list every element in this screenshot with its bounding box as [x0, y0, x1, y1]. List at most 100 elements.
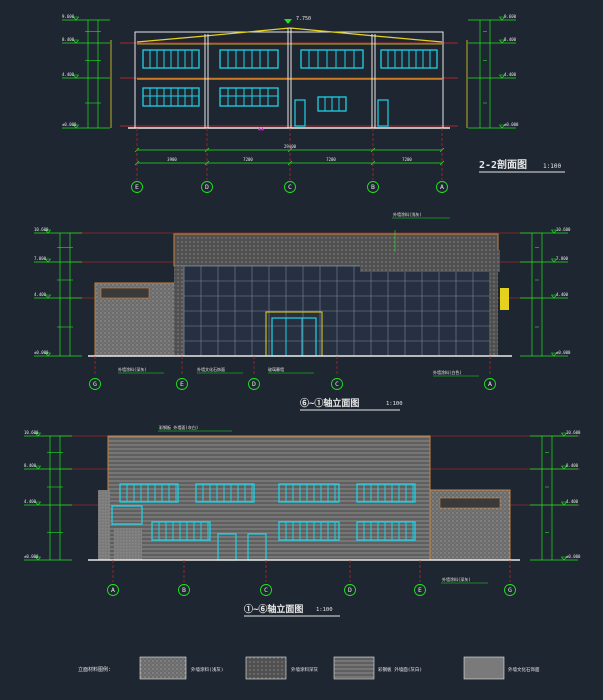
axis-label-g: G [93, 380, 97, 388]
axis-label-a: A [488, 380, 492, 388]
axis-bubble [260, 584, 272, 596]
axis-bubble [248, 378, 260, 390]
legend-swatch-dark [245, 656, 287, 680]
axis-bubble [367, 181, 379, 193]
level-value: 10.600 [24, 430, 39, 435]
upper-step-band [360, 250, 500, 272]
legend-swatch-stone [463, 656, 505, 680]
level-triangle [560, 465, 568, 470]
columns [204, 28, 376, 128]
level-triangle [34, 556, 42, 561]
axis-label-c: C [264, 586, 268, 594]
lower-window-mullions [143, 88, 340, 111]
axis-bubble [89, 378, 101, 390]
level-value: 7.800 [34, 256, 47, 261]
material-legend: 立面材料图例: 外墙涂料(浅灰) 外墙涂料深灰 彩钢板 外墙面(灰白) 外墙文化… [78, 656, 540, 680]
elevation-a-g-view: 彩钢板 外墙面(灰白) 外墙涂料(深灰) 10.6008.4004.400±0.… [24, 424, 581, 617]
level-value: ±0.000 [556, 350, 571, 355]
elevation-ga-scale: 1:100 [386, 401, 403, 407]
level-triangle [550, 258, 558, 263]
lower-windows-row [111, 505, 416, 541]
axis-bubble [284, 181, 296, 193]
level-triangle [72, 39, 80, 44]
level-triangle [550, 352, 558, 357]
legend-item-dark: 外墙涂料深灰 [291, 666, 318, 673]
level-triangle [498, 16, 506, 21]
level-value: 4.400 [556, 292, 569, 297]
elevation-ag-scale: 1:100 [316, 607, 333, 613]
axis-label-e: E [418, 586, 422, 594]
axis-bubble [436, 181, 448, 193]
level-value: 10.600 [556, 227, 571, 232]
level-triangle [34, 432, 42, 437]
level-value: 10.600 [34, 227, 49, 232]
level-triangle [550, 229, 558, 234]
section-doors [294, 99, 389, 127]
upper-window-mullions [149, 50, 431, 68]
level-value: 4.400 [62, 72, 75, 77]
level-triangle [560, 501, 568, 506]
level-triangle [44, 229, 52, 234]
level-triangle [72, 124, 80, 129]
axis-bubble [131, 181, 143, 193]
level-triangle [550, 294, 558, 299]
level-value: ±0.000 [62, 122, 77, 127]
level-value: ±0.000 [24, 554, 39, 559]
level-triangle [560, 432, 568, 437]
level-triangle [34, 465, 42, 470]
dim-value: 7200 [402, 157, 412, 162]
axis-bubble [344, 584, 356, 596]
level-value: 9.600 [504, 14, 517, 19]
right-wing-canopy [439, 497, 501, 509]
level-value: ±0.000 [34, 350, 49, 355]
level-triangle [44, 258, 52, 263]
main-metal-wall [107, 435, 431, 561]
roof-line [136, 27, 443, 43]
level-value: 4.400 [24, 499, 37, 504]
yellow-marker-element [500, 288, 509, 310]
level-triangle [72, 74, 80, 79]
ridge-level-marker [284, 19, 292, 24]
elevation-g-a-view: 外墙涂料(浅灰) 外墙涂料(深灰)外墙文化石饰面玻璃幕墙外墙涂料(白色) 10.… [34, 211, 571, 411]
level-triangle [44, 352, 52, 357]
axis-label-e: E [135, 183, 139, 191]
bottom-notes: 外墙涂料(深灰)外墙文化石饰面玻璃幕墙外墙涂料(白色) [118, 366, 479, 377]
level-triangle [498, 39, 506, 44]
level-value: ±0.000 [504, 122, 519, 127]
axis-bubble [331, 378, 343, 390]
bottom-note: 外墙涂料(深灰) [118, 366, 147, 372]
axis-label-a: A [111, 586, 115, 594]
bottom-note: 玻璃幕墙 [268, 366, 284, 372]
section-scale: 1:100 [543, 163, 561, 170]
axis-bubble [484, 378, 496, 390]
axis-label-d: D [205, 183, 209, 191]
level-value: 8.400 [566, 463, 579, 468]
ridge-level-label: 7.750 [296, 16, 311, 22]
level-triangle [498, 124, 506, 129]
upper-row-mullions [126, 484, 414, 502]
bottom-note: 外墙文化石饰面 [197, 366, 225, 372]
dim-value: 7200 [326, 157, 336, 162]
axis-bubble [414, 584, 426, 596]
legend-item-light: 外墙涂料(浅灰) [191, 666, 223, 673]
axis-label-d: D [348, 586, 352, 594]
note-upper: 外墙涂料(浅灰) [393, 211, 422, 217]
axis-label-b: B [371, 183, 375, 191]
dim-total-value: 29400 [284, 144, 297, 149]
level-triangle [34, 501, 42, 506]
note-metal-wall: 彩钢板 外墙面(灰白) [159, 424, 198, 430]
upper-windows [142, 49, 438, 69]
legend-swatch-stripe [333, 656, 375, 680]
axis-label-d: D [252, 380, 256, 388]
level-triangle [498, 74, 506, 79]
